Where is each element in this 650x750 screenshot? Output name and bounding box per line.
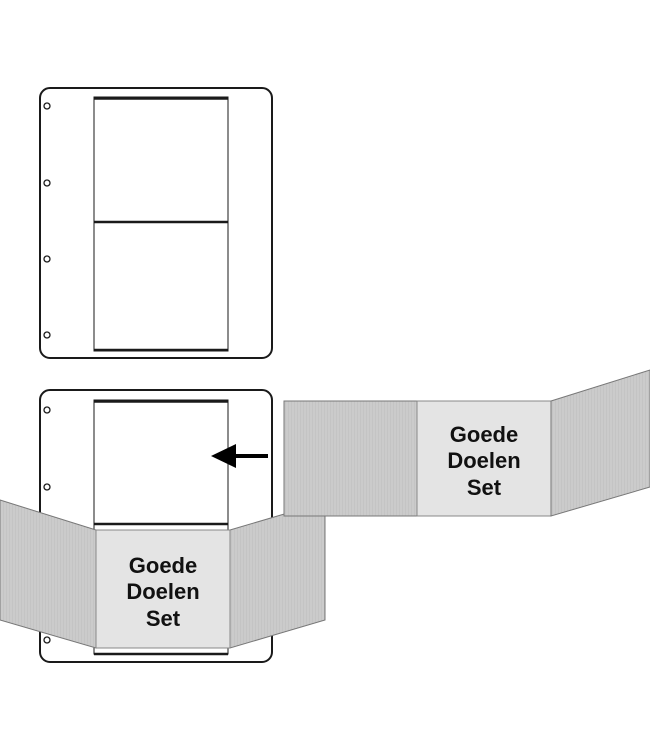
folder-title-line3: Set (467, 475, 502, 500)
ring-hole-icon (43, 331, 51, 339)
folder-panel-flap (550, 369, 650, 517)
folder-title-line2: Doelen (126, 579, 199, 604)
folder-title-line1: Goede (450, 422, 518, 447)
ring-hole-icon (43, 483, 51, 491)
folder-in-pocket: Goede Doelen Set (0, 499, 326, 649)
ring-hole-icon (43, 636, 51, 644)
pocket-frame (93, 96, 229, 352)
folder-panel-back (283, 400, 418, 517)
ring-hole-icon (43, 102, 51, 110)
folder-front-panel (95, 529, 231, 649)
ring-hole-icon (43, 255, 51, 263)
ring-hole-icon (43, 179, 51, 187)
folder-title-line3: Set (146, 606, 181, 631)
ring-hole-icon (43, 406, 51, 414)
left-arrow-icon (211, 444, 268, 468)
folder-title-line1: Goede (129, 553, 197, 578)
album-sheet-top (39, 87, 273, 359)
folder-title-line2: Doelen (447, 448, 520, 473)
folder-panel-cover (416, 400, 552, 517)
folder-unfolded: Goede Doelen Set (283, 369, 650, 517)
